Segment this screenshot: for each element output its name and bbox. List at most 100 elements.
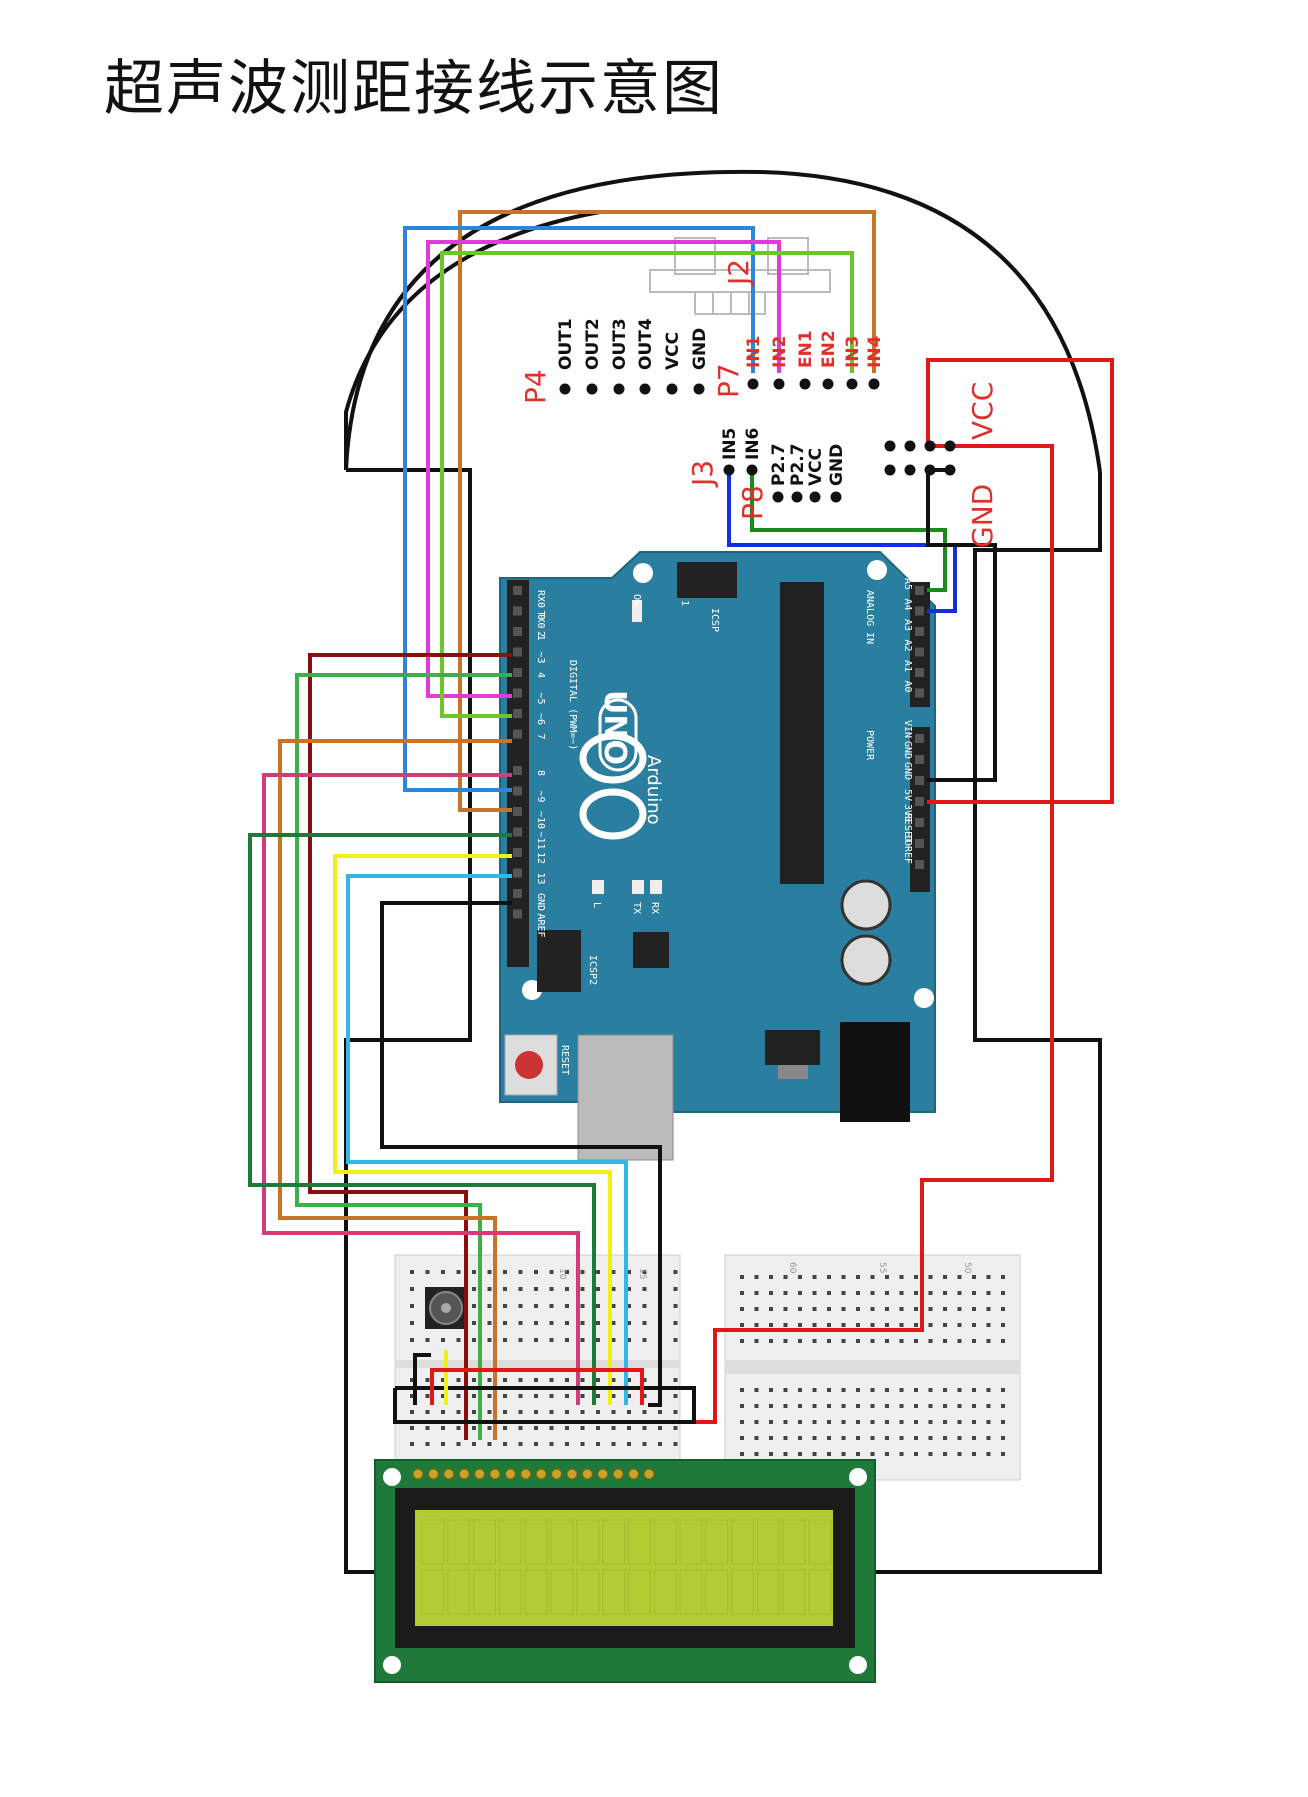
breadboard-hole [754,1323,759,1327]
wires [248,210,1114,1440]
lcd-pin [566,1468,578,1480]
analog-pin-label: A4 [902,598,913,610]
breadboard-hole [472,1338,476,1342]
icsp-label: ICSP [709,608,720,632]
breadboard-hole [769,1275,773,1279]
breadboard-hole [856,1275,860,1279]
header-pin [746,464,758,476]
breadboard-hole [783,1452,788,1456]
digital-pin [513,647,522,657]
breadboard-hole [565,1338,569,1342]
breadboard-hole [986,1452,991,1456]
breadboard-hole [611,1394,616,1398]
breadboard-hole [518,1426,523,1430]
digital-pin-label: 2 [535,631,546,637]
lcd-char-cell [447,1519,471,1565]
digital-pin-label: ~11 [535,832,546,850]
breadboard-hole [472,1270,476,1274]
digital-pin-label: TX0 1 [535,611,546,641]
breadboard-hole [673,1442,678,1446]
j3-pin-label: VCC [806,448,826,486]
breadboard-hole [928,1291,933,1295]
breadboard-hole [503,1287,507,1291]
header-pin [904,464,916,476]
analog-pin-label: A5 [902,578,913,590]
breadboard-hole [798,1436,802,1440]
breadboard-hole [957,1388,962,1392]
breadboard-hole [1001,1307,1005,1311]
breadboard-hole [827,1436,831,1440]
breadboard-hole [986,1323,991,1327]
breadboard-hole [740,1275,744,1279]
breadboard-hole [885,1339,889,1343]
breadboard-hole [943,1323,947,1327]
digital-pin [513,709,522,718]
breadboard-hole [503,1321,507,1325]
breadboard-hole [783,1307,788,1311]
lcd-pin [581,1468,593,1480]
breadboard-hole [580,1378,585,1382]
analog-pin [915,688,924,698]
lcd-char-cell [498,1519,522,1565]
breadboard-hole [456,1442,461,1446]
breadboard-hole [856,1307,860,1311]
breadboard-hole [487,1304,492,1308]
breadboard-hole [425,1442,430,1446]
breadboard-hole [827,1339,831,1343]
breadboard-hole [754,1275,759,1279]
breadboard-col-label: 15 [637,1268,647,1279]
breadboard-hole [596,1378,600,1382]
breadboard-hole [957,1275,962,1279]
wire-green-in3 [440,251,854,718]
lcd-pin-header [412,1468,655,1480]
breadboard-hole [856,1452,860,1456]
breadboard-col-label: 50 [962,1262,972,1274]
breadboard-hole [503,1304,507,1308]
breadboard-hole [642,1410,647,1414]
breadboard-hole [798,1275,802,1279]
breadboard-hole [518,1270,523,1274]
lcd-char-cell [705,1569,729,1615]
breadboard-hole [957,1452,962,1456]
digital-pin-label: AREF [535,914,546,938]
lcd-pin [443,1468,455,1480]
breadboard-hole [503,1442,507,1446]
breadboard-hole [596,1321,600,1325]
power-pin [915,860,924,869]
lcd-char-cell [808,1519,832,1565]
breadboard-hole [827,1291,831,1295]
breadboard-hole [957,1291,962,1295]
digital-pin [513,909,522,919]
breadboard-hole [943,1339,947,1343]
reset-button-label: RESET [559,1045,570,1075]
power-pin-label: GND [902,762,913,780]
breadboard-hole [410,1378,414,1382]
breadboard-hole [928,1420,933,1424]
breadboard-hole [549,1442,554,1446]
lcd-char-cell [808,1569,832,1615]
digital-pin [513,586,522,595]
lcd-char-cell [705,1519,729,1565]
breadboard-hole [441,1410,445,1414]
breadboard-hole [487,1287,492,1291]
breadboard-hole [870,1420,875,1424]
header-pin [639,383,651,395]
lcd-char-cell [602,1519,626,1565]
breadboard-hole [596,1426,600,1430]
header-pin [944,440,956,452]
breadboard-hole [596,1410,600,1414]
breadboard-hole [611,1338,616,1342]
breadboard-hole [580,1270,585,1274]
breadboard-hole [627,1378,631,1382]
breadboard-hole [580,1287,585,1291]
header-pin [772,491,784,503]
breadboard-hole [410,1426,414,1430]
breadboard-hole [754,1436,759,1440]
breadboard-hole [1001,1339,1005,1343]
breadboard-hole [456,1270,461,1274]
arduino-model-label: UNO [597,690,632,765]
breadboard-hole [914,1323,918,1327]
j3-pin-label: IN5 [720,428,740,460]
breadboard-hole [769,1436,773,1440]
